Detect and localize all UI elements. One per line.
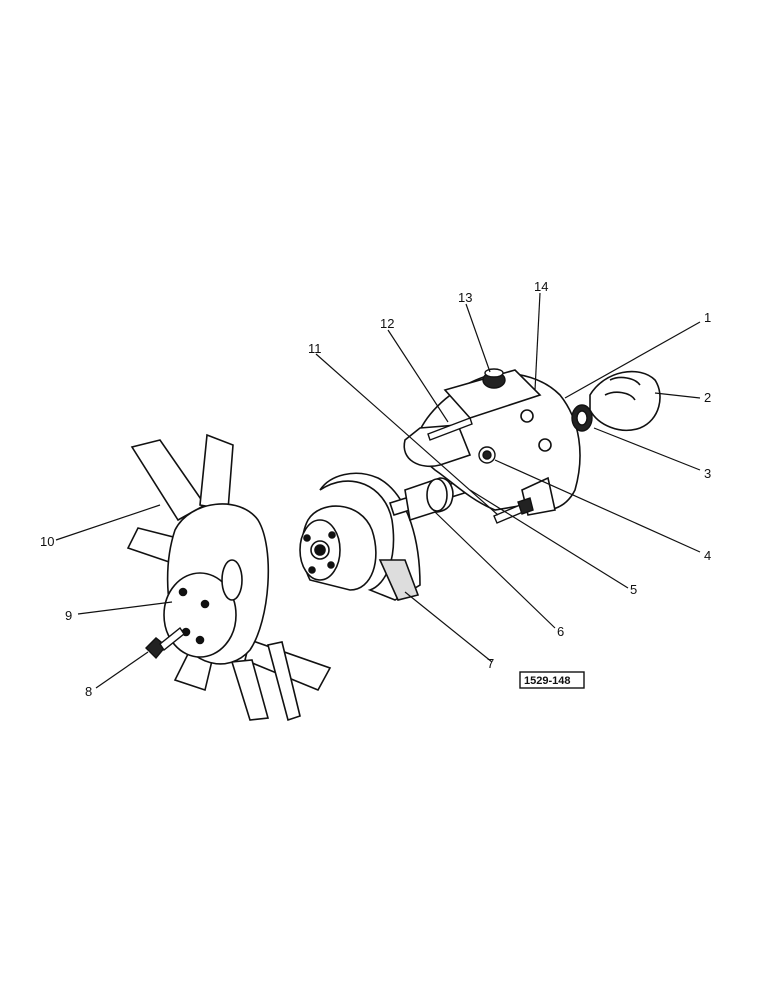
leader-8: [95, 651, 149, 689]
fan-center-hole: [221, 559, 243, 601]
fan-bolt-hole: [195, 635, 205, 645]
leader-11: [315, 353, 499, 516]
pump-housing: [403, 369, 581, 516]
hose-clip: [571, 404, 593, 432]
callout-12: 12: [380, 316, 394, 331]
hose-elbow: [589, 370, 661, 432]
leader-1: [564, 321, 701, 399]
callout-3: 3: [704, 466, 711, 481]
callout-1: 1: [704, 310, 711, 325]
pulley-belt-groove: [378, 559, 420, 601]
fan-bolt-hole: [200, 599, 210, 609]
callout-8: 8: [85, 684, 92, 699]
nut-washer: [478, 446, 496, 464]
pulley-bolt-hole: [308, 566, 316, 574]
callout-9: 9: [65, 608, 72, 623]
leader-14: [534, 292, 541, 391]
mounting-stud: [427, 417, 473, 441]
leader-5: [469, 489, 629, 589]
leader-3: [593, 427, 701, 471]
elbow-connector: [589, 370, 661, 432]
callout-11: 11: [308, 341, 322, 356]
fan-blade-bottom: [230, 659, 270, 721]
leader-10: [55, 504, 161, 541]
callout-2: 2: [704, 390, 711, 405]
reference-code: 1529-148: [524, 675, 571, 687]
reference-code-box: 1529-148: [519, 671, 585, 689]
fan-blade-bottom-right: [267, 641, 301, 722]
callout-14: 14: [534, 279, 548, 294]
housing-mount-hole: [520, 409, 534, 423]
pulley-bolt-hole: [328, 531, 336, 539]
callout-6: 6: [557, 624, 564, 639]
fan-bolt-hole: [178, 587, 188, 597]
cap-plug: [482, 368, 506, 389]
pulley-hub: [299, 472, 421, 601]
fan-blade-upper: [199, 433, 234, 511]
fan-bolt: [145, 626, 185, 660]
leader-12: [387, 329, 449, 423]
callout-7: 7: [487, 656, 494, 671]
leader-lines: [55, 292, 701, 689]
leader-2: [654, 392, 701, 399]
leader-4: [494, 459, 701, 553]
leader-13: [465, 303, 491, 373]
pulley-bolt-hole: [327, 561, 335, 569]
fan-assembly: [126, 433, 332, 722]
callout-13: 13: [458, 290, 472, 305]
pulley-bolt-hole: [303, 534, 311, 542]
leader-9: [77, 601, 173, 615]
callout-4: 4: [704, 548, 711, 563]
callout-5: 5: [630, 582, 637, 597]
callout-10: 10: [40, 534, 54, 549]
leader-6: [434, 511, 556, 629]
callout-labels: 1 2 3 4 5 6 7 8 9 10 11 12 13 14: [40, 279, 711, 699]
housing-mount-hole: [538, 438, 552, 452]
housing-outlet-pipe: [403, 424, 472, 467]
leader-7: [404, 591, 493, 663]
fan-blade-upper-left: [130, 439, 207, 522]
